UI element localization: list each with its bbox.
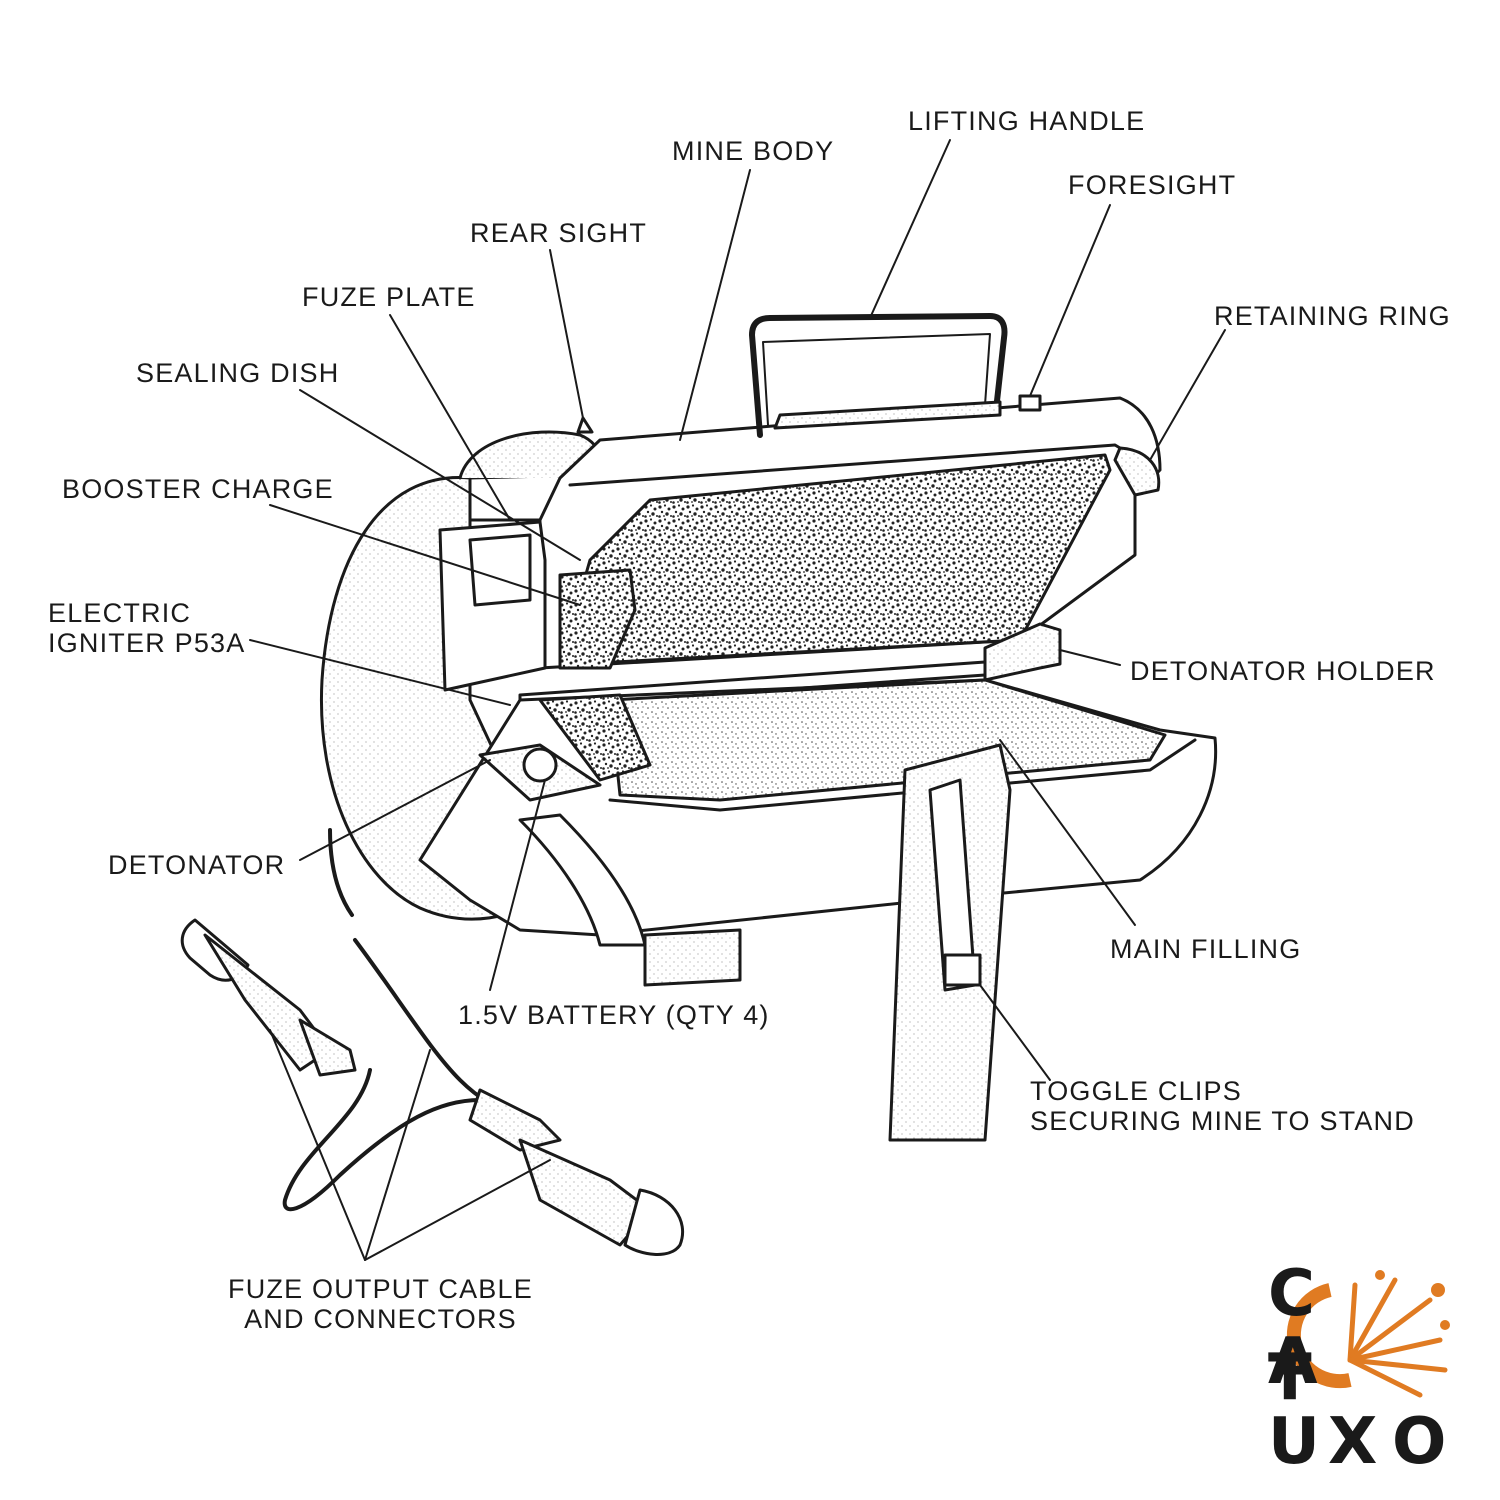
connector-left <box>180 918 357 1077</box>
logo-letter-x: X <box>1328 1405 1378 1479</box>
leader-retaining-ring <box>1149 329 1226 461</box>
label-fuze-output-line-1: FUZE OUTPUT CABLE <box>228 1274 533 1304</box>
leader-main-filling <box>999 739 1136 926</box>
lower-booster <box>538 693 652 782</box>
label-lifting-handle: LIFTING HANDLE <box>908 106 1146 136</box>
label-battery: 1.5V BATTERY (QTY 4) <box>458 1000 770 1030</box>
leader-detonator-holder <box>1059 649 1121 666</box>
battery-cell <box>522 747 558 783</box>
main-filling-lower <box>608 678 1167 802</box>
leader-booster-charge <box>269 504 581 606</box>
label-fuze-plate: FUZE PLATE <box>302 282 476 312</box>
logo-burst-icon <box>1286 1270 1450 1398</box>
foresight <box>1018 394 1042 412</box>
stand-foot <box>643 928 742 987</box>
label-main-filling: MAIN FILLING <box>1110 934 1302 964</box>
leader-fuze-output-2 <box>364 1049 431 1261</box>
toggle-clip-plate <box>943 953 982 987</box>
label-sealing-dish: SEALING DISH <box>136 358 340 388</box>
label-fuze-output: FUZE OUTPUT CABLE AND CONNECTORS <box>228 1274 533 1334</box>
label-mine-body: MINE BODY <box>672 136 835 166</box>
label-toggle-clips-line-1: TOGGLE CLIPS <box>1030 1076 1242 1106</box>
label-foresight: FORESIGHT <box>1068 170 1237 200</box>
logo-letter-t: T <box>1268 1341 1312 1415</box>
logo-letter-o: O <box>1392 1405 1447 1479</box>
lifting-handle <box>749 313 1008 438</box>
logo-burst-arc <box>1286 1283 1352 1389</box>
label-electric-igniter-line-2: IGNITER P53A <box>48 628 246 658</box>
logo-letter-c: C <box>1268 1257 1315 1331</box>
leader-fuze-plate <box>389 314 511 521</box>
leader-battery <box>489 779 546 991</box>
label-fuze-output-line-2: AND CONNECTORS <box>244 1304 517 1334</box>
label-electric-igniter: ELECTRIC IGNITER P53A <box>48 598 245 658</box>
cable-3 <box>282 1068 482 1212</box>
logo-letter-u: U <box>1268 1405 1320 1479</box>
label-booster-charge: BOOSTER CHARGE <box>62 474 334 504</box>
leader-toggle-clips <box>979 984 1051 1081</box>
handle-base <box>773 400 1002 430</box>
logo-letter-a: A <box>1268 1325 1318 1399</box>
label-detonator-holder: DETONATOR HOLDER <box>1130 656 1436 686</box>
leader-fuze-output-1 <box>269 1029 366 1261</box>
leader-rear-sight <box>549 249 584 419</box>
fuze-plate-inner <box>468 533 532 607</box>
booster-charge <box>558 568 637 670</box>
leader-lifting-handle <box>869 139 951 319</box>
label-retaining-ring: RETAINING RING <box>1214 301 1451 331</box>
label-toggle-clips-line-2: SECURING MINE TO STAND <box>1030 1106 1415 1136</box>
leader-detonator <box>299 759 491 861</box>
leader-electric-igniter <box>249 639 511 706</box>
leader-foresight <box>1029 204 1111 397</box>
label-toggle-clips: TOGGLE CLIPS SECURING MINE TO STAND <box>1030 1076 1415 1136</box>
label-electric-igniter-line-1: ELECTRIC <box>48 598 192 628</box>
handle-inner <box>762 333 991 426</box>
label-detonator: DETONATOR <box>108 850 286 880</box>
leader-fuze-output-3 <box>364 1159 551 1261</box>
connector-right <box>468 1088 685 1256</box>
leader-mine-body <box>679 169 751 441</box>
leader-sealing-dish <box>299 389 581 561</box>
rear-sight <box>576 416 594 434</box>
label-rear-sight: REAR SIGHT <box>470 218 648 248</box>
retaining-ring <box>1113 446 1161 497</box>
